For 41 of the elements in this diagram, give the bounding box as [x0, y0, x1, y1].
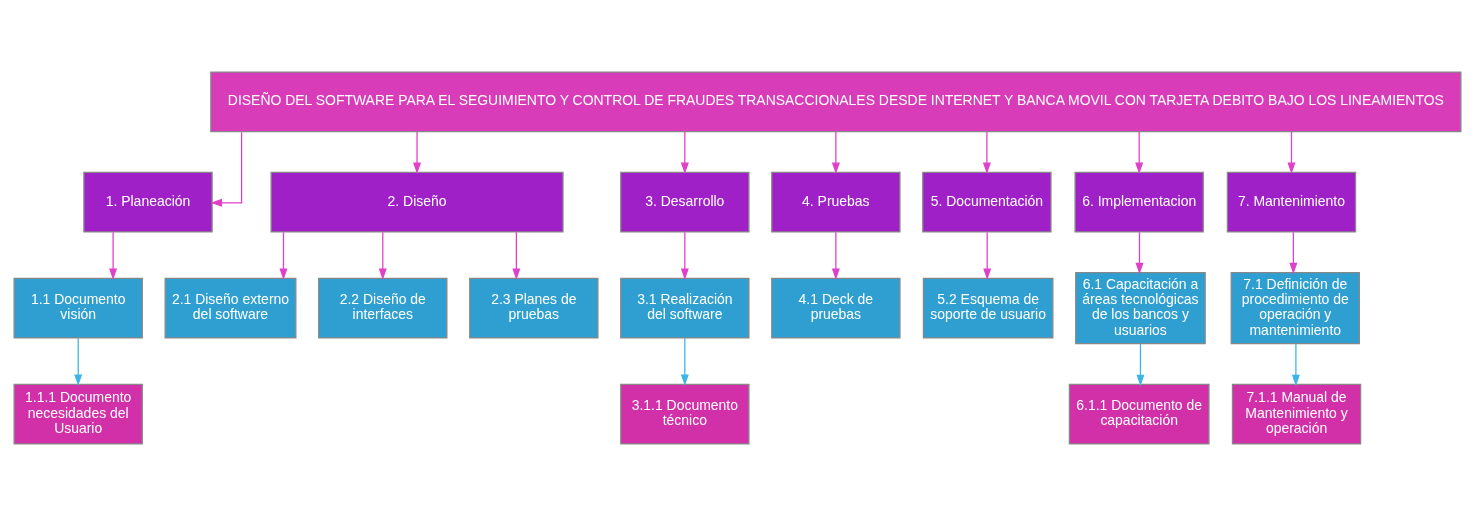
- node-box: 1.1 Documento visión: [13, 277, 143, 339]
- arrow: [680, 337, 689, 386]
- node-box: 6.1 Capacitación a áreas tecnológicas de los bancos y usuarios: [1075, 271, 1206, 345]
- arrow: [1136, 343, 1145, 387]
- arrow: [680, 231, 689, 280]
- node-box: 6.1.1 Documento de capacitación: [1068, 383, 1210, 445]
- node-box: 4.1 Deck de pruebas: [771, 277, 901, 339]
- node-box: 1.1.1 Documento necesidades del Usuario: [13, 383, 143, 445]
- arrow: [378, 231, 387, 280]
- arrow: [983, 231, 992, 280]
- node-box: 2.3 Planes de pruebas: [469, 277, 599, 339]
- arrow: [1135, 131, 1144, 174]
- arrow: [74, 337, 83, 386]
- node-box: 2.1 Diseño externo del software: [164, 277, 297, 339]
- node-box: 4. Pruebas: [771, 171, 901, 233]
- arrow: [1287, 131, 1296, 174]
- node-box: 3.1 Realización del software: [620, 277, 750, 339]
- arrow: [1291, 343, 1300, 387]
- node-box: 2.2 Diseño de interfaces: [318, 277, 448, 339]
- arrow: [210, 131, 243, 207]
- node-box: 6. Implementacion: [1074, 171, 1204, 233]
- node-box: 5. Documentación: [922, 171, 1052, 233]
- node-box: 5.2 Esquema de soporte de usuario: [922, 277, 1054, 339]
- node-box: 7.1.1 Manual de Mantenimiento y operación: [1231, 383, 1362, 445]
- arrow: [512, 231, 521, 280]
- arrow: [680, 131, 689, 174]
- node-box: 3. Desarrollo: [620, 171, 750, 233]
- arrow: [1135, 231, 1144, 275]
- node-box: 1. Planeación: [83, 171, 213, 233]
- arrow: [1289, 231, 1298, 275]
- arrow: [109, 231, 118, 280]
- node-box: 3.1.1 Documento técnico: [620, 383, 750, 445]
- arrow: [831, 231, 840, 280]
- node-box: 7. Mantenimiento: [1226, 171, 1357, 233]
- node-box: 2. Diseño: [270, 171, 564, 233]
- arrow: [279, 231, 288, 280]
- arrow: [982, 131, 991, 174]
- arrow: [831, 131, 840, 174]
- node-box: DISEÑO DEL SOFTWARE PARA EL SEGUIMIENTO Y CONTROL DE FRAUDES TRANSACCIONALES DESDE INTERNET Y BANCA MOVIL CON TARJETA DEBITO BAJO LOS LINEAMIENTOS: [210, 71, 1462, 133]
- node-box: 7.1 Definición de procedimiento de operación y mantenimiento: [1230, 271, 1360, 345]
- arrow: [413, 131, 422, 174]
